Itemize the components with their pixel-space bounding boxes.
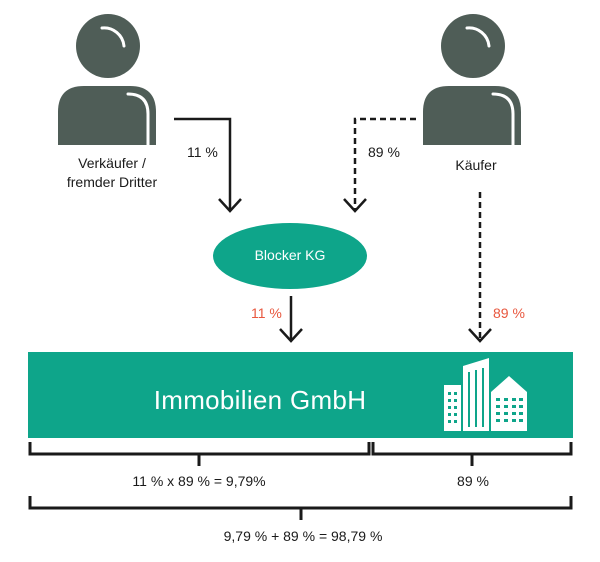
bracket-total-label: 9,79 % + 89 % = 98,79 %	[223, 528, 383, 544]
flow-label-blocker-to-company: 11 %	[251, 305, 282, 321]
buyer-person-icon	[423, 14, 521, 147]
buyer-label: Käufer	[455, 156, 496, 175]
seller-person-icon	[58, 14, 156, 147]
arrow-buyer-to-blocker	[343, 117, 416, 213]
blocker-kg-node	[213, 223, 367, 289]
blocker-kg-label: Blocker KG	[254, 247, 326, 263]
bracket-left	[28, 442, 371, 466]
seller-label-line2: fremder Dritter	[66, 174, 158, 190]
flow-label-buyer-to-blocker: 89 %	[368, 144, 400, 160]
seller-label: Verkäufer / fremder Dritter	[67, 154, 157, 192]
arrow-blocker-to-company	[279, 296, 303, 343]
flow-label-seller-to-blocker: 11 %	[187, 144, 218, 160]
bracket-right	[371, 442, 573, 466]
flow-label-buyer-to-company: 89 %	[493, 305, 525, 321]
bracket-total	[28, 496, 573, 520]
arrow-seller-to-blocker	[174, 117, 242, 213]
buildings-icon	[444, 358, 527, 431]
bracket-right-label: 89 %	[457, 473, 489, 489]
buyer-label-text: Käufer	[455, 157, 497, 173]
arrow-buyer-to-company	[468, 192, 492, 343]
company-name: Immobilien GmbH	[153, 385, 367, 415]
bracket-left-label: 11 % x 89 % = 9,79%	[132, 473, 266, 489]
seller-label-line1: Verkäufer /	[78, 155, 146, 171]
